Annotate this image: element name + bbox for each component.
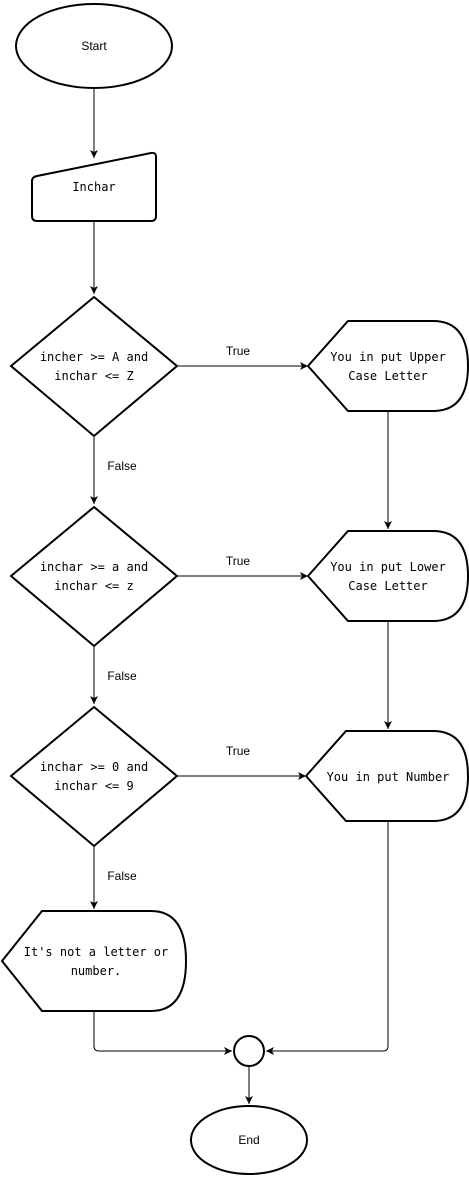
decision-lowercase: inchar >= a and inchar <= z: [9, 505, 179, 648]
start-node: Start: [15, 3, 173, 89]
start-label: Start: [81, 39, 107, 53]
output-other: It's not a letter or number.: [0, 910, 188, 1012]
end-node: End: [190, 1105, 308, 1175]
edge-other-to-merge: [93, 1011, 232, 1055]
output-number-label: You in put Number: [327, 770, 450, 784]
edge-number-to-merge: [266, 821, 389, 1055]
decision-number-line2: inchar <= 9: [54, 779, 133, 793]
output-other-line1: It's not a letter or: [24, 945, 169, 959]
decision-uppercase-line2: inchar <= Z: [54, 369, 133, 383]
input-node: Inchar: [31, 151, 157, 222]
merge-connector: [233, 1035, 265, 1067]
output-lowercase: You in put Lower Case Letter: [306, 530, 469, 622]
edge-label-false-1: False: [107, 459, 137, 473]
edge-label-true-3: True: [226, 744, 251, 758]
output-lowercase-line1: You in put Lower: [330, 560, 446, 574]
edge-label-true-1: True: [226, 344, 251, 358]
output-other-line2: number.: [71, 964, 122, 978]
decision-uppercase: incher >= A and inchar <= Z: [9, 295, 179, 438]
connectors: [90, 88, 392, 1104]
edge-label-false-3: False: [107, 869, 137, 883]
end-label: End: [238, 1133, 259, 1147]
decision-number: inchar >= 0 and inchar <= 9: [9, 705, 179, 848]
decision-number-line1: inchar >= 0 and: [40, 760, 148, 774]
edge-label-true-2: True: [226, 554, 251, 568]
input-label: Inchar: [72, 180, 115, 194]
decision-lowercase-line2: inchar <= z: [54, 579, 133, 593]
output-number: You in put Number: [304, 730, 469, 822]
decision-lowercase-line1: inchar >= a and: [40, 560, 148, 574]
output-uppercase-line2: Case Letter: [348, 369, 427, 383]
output-lowercase-line2: Case Letter: [348, 579, 427, 593]
edge-label-false-2: False: [107, 669, 137, 683]
output-uppercase-line1: You in put Upper: [330, 350, 446, 364]
decision-uppercase-line1: incher >= A and: [40, 350, 148, 364]
output-uppercase: You in put Upper Case Letter: [306, 320, 469, 412]
